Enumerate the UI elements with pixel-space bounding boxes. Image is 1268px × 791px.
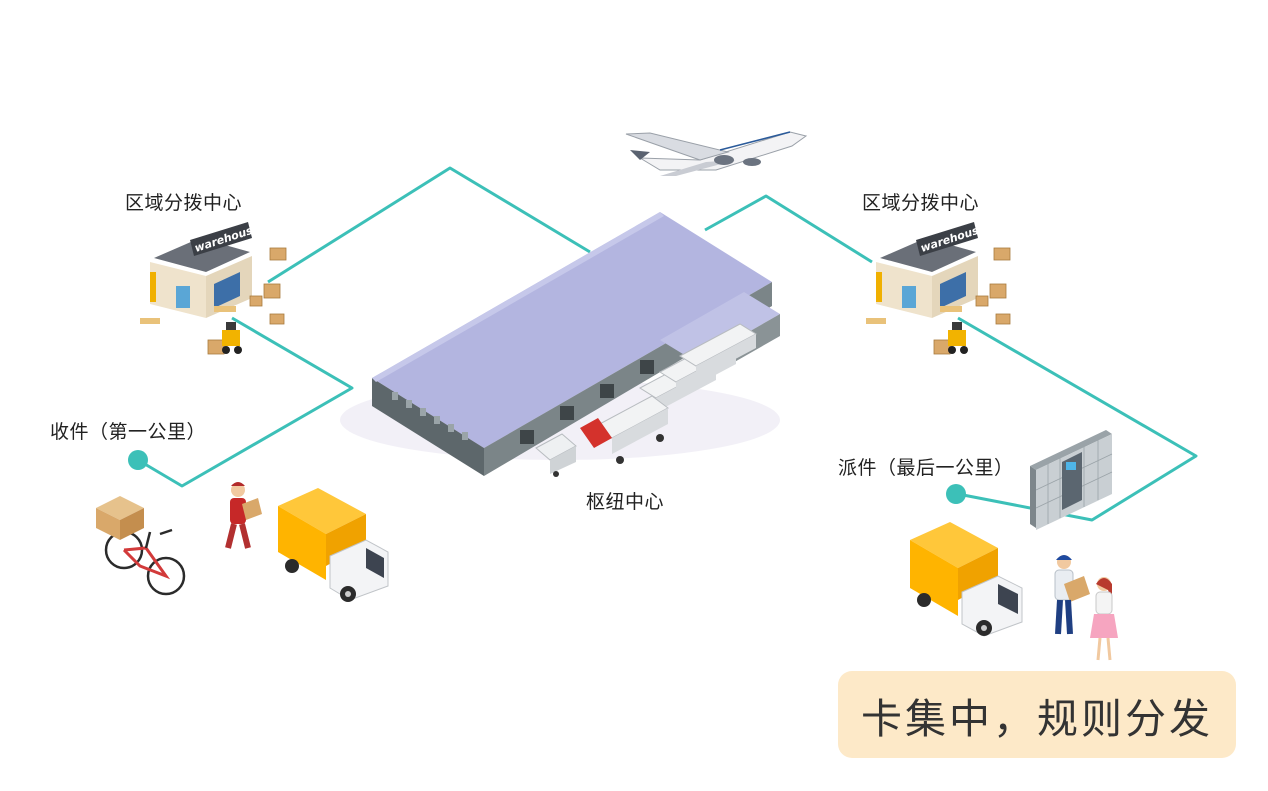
truck-icon-left — [278, 488, 389, 602]
delivery-label: 派件（最后一公里） — [838, 457, 1014, 479]
forklift-icon-left — [222, 322, 242, 354]
customer — [1090, 577, 1118, 661]
delivery-node — [946, 484, 966, 504]
truck-icon-right — [910, 522, 1023, 637]
forklift-icon-right — [948, 322, 968, 354]
summary-banner: 卡集中，规则分发 — [838, 671, 1236, 758]
route-right-region-to-delivery — [957, 316, 1198, 522]
route-pickup-to-left-region — [137, 316, 354, 488]
hub-building — [340, 212, 780, 477]
pickup-node — [128, 450, 148, 470]
regional-warehouse-right: warehouse — [866, 221, 1011, 355]
summary-banner-text: 卡集中，规则分发 — [861, 694, 1213, 743]
parcel-locker-icon — [1030, 430, 1113, 530]
pickup-label: 收件（第一公里） — [50, 421, 207, 443]
route-hub-to-right-region — [704, 194, 873, 264]
airplane-icon — [625, 131, 808, 176]
courier-pickup — [225, 482, 262, 549]
hub-label: 枢纽中心 — [586, 491, 665, 513]
regional-warehouse-left: warehouse — [140, 221, 287, 355]
regional-center-left-label: 区域分拨中心 — [125, 192, 243, 214]
route-lines — [137, 166, 1198, 522]
courier-delivery — [1054, 555, 1090, 635]
trailers — [535, 323, 757, 477]
route-left-region-to-hub — [267, 166, 591, 284]
bicycle-icon — [96, 496, 186, 596]
regional-center-right-label: 区域分拨中心 — [862, 192, 980, 214]
